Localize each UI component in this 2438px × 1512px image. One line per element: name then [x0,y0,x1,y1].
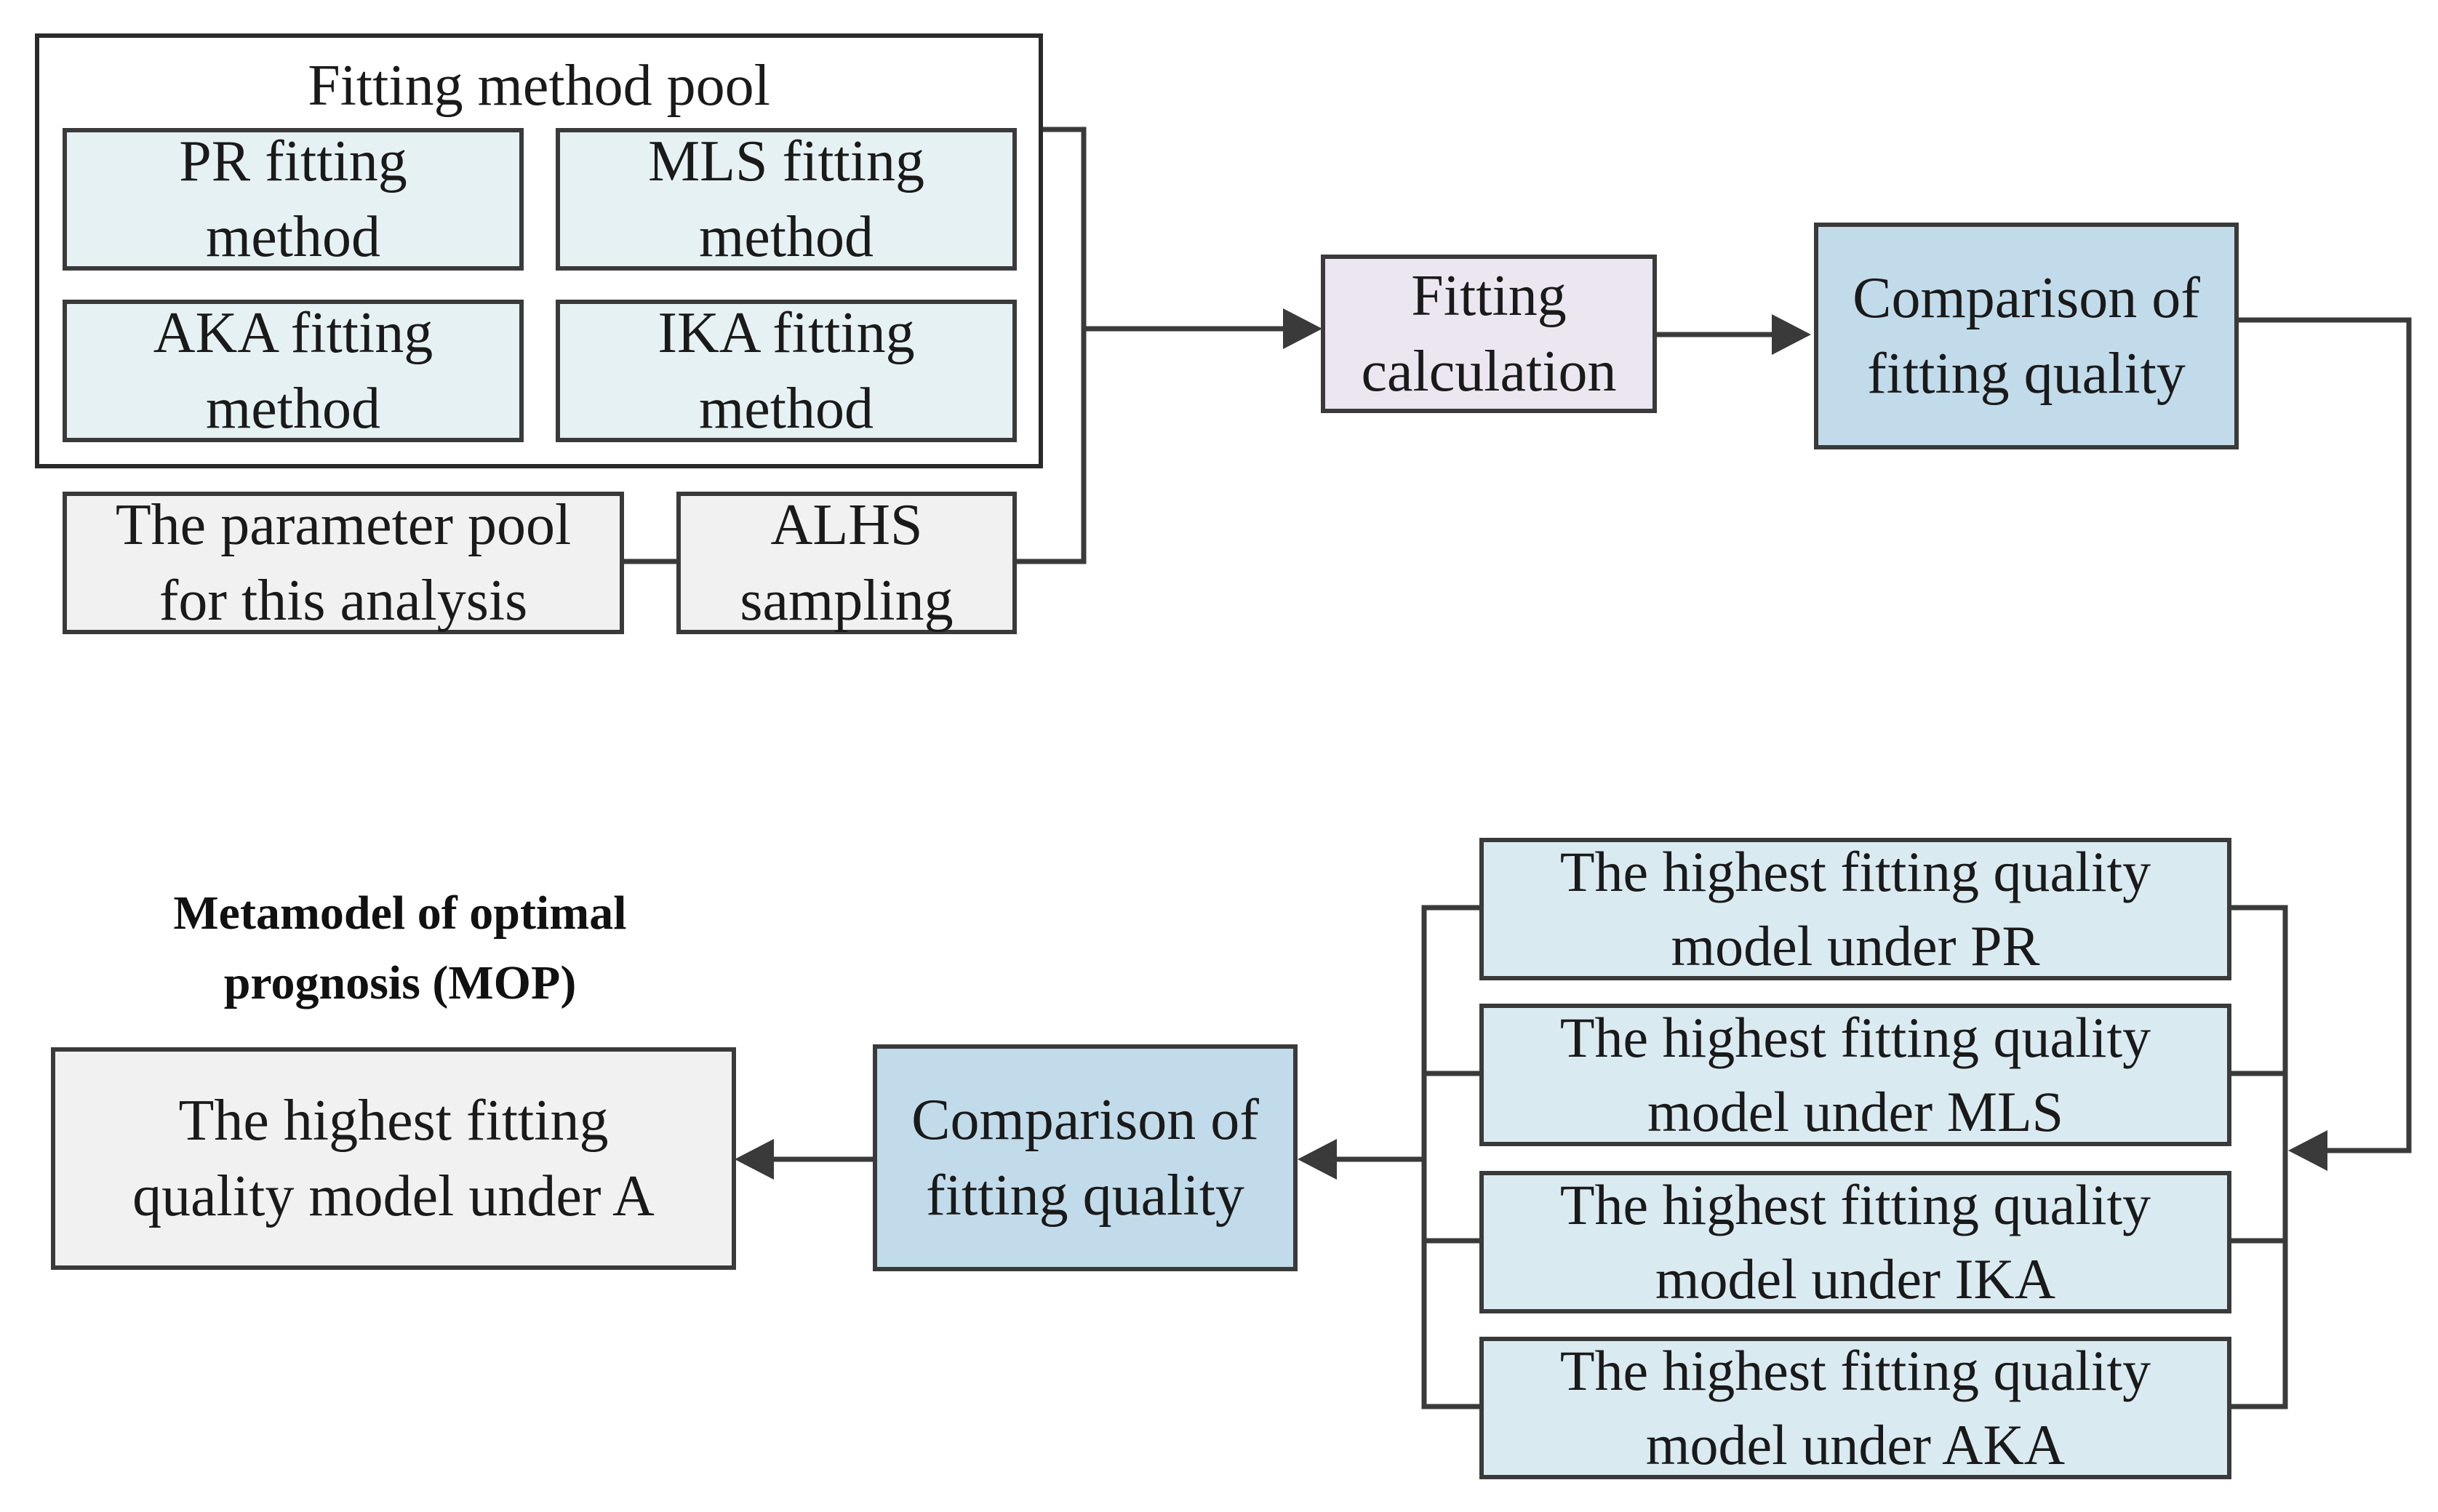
mop-label-line-1: Metamodel of optimal [173,887,627,940]
aka-fitting-line-2: method [206,377,380,441]
mls-fitting-method-box: MLS fitting method [556,128,1017,271]
model-ika-line-1: The highest fitting quality [1559,1173,2151,1236]
model-under-mls-box: The highest fitting quality model under … [1479,1004,2231,1146]
mls-fitting-line-1: MLS fitting [647,129,925,193]
fitting-calculation-line-1: Fitting [1411,264,1567,328]
ika-fitting-method-box: IKA fitting method [556,300,1017,442]
parameter-pool-line-1: The parameter pool [115,493,572,557]
model-mls-line-2: model under MLS [1647,1080,2063,1143]
parameter-pool-box: The parameter pool for this analysis [63,492,624,634]
alhs-line-1: ALHS [770,493,923,557]
model-mls-line-1: The highest fitting quality [1559,1006,2151,1069]
fitting-method-pool-title: Fitting method pool [308,54,770,118]
comparison-fitting-quality-top-box: Comparison of fitting quality [1814,223,2239,449]
result-line-1: The highest fitting [178,1089,609,1153]
parameter-pool-line-2: for this analysis [159,569,528,633]
alhs-sampling-box: ALHS sampling [676,492,1017,634]
model-under-ika-box: The highest fitting quality model under … [1479,1171,2231,1313]
models-left-bracket [1421,905,1479,1409]
fitting-calculation-box: Fitting calculation [1321,255,1657,413]
model-pr-line-2: model under PR [1671,914,2040,977]
comparison-bottom-line-1: Comparison of [911,1088,1259,1152]
mop-label: Metamodel of optimal prognosis (MOP) [51,879,749,1018]
alhs-line-2: sampling [740,569,954,633]
pool-to-fitting-arrowhead [1283,308,1322,349]
models-to-comparison-arrowhead [1298,1139,1337,1180]
comparison-top-line-2: fitting quality [1867,342,2186,406]
model-ika-line-2: model under IKA [1655,1247,2056,1311]
comparison-to-result-arrowhead [735,1139,774,1180]
aka-fitting-method-box: AKA fitting method [63,300,524,442]
mls-fitting-line-2: method [699,205,874,269]
aka-fitting-line-1: AKA fitting [153,301,433,365]
model-pr-line-1: The highest fitting quality [1559,840,2151,903]
model-aka-line-1: The highest fitting quality [1559,1339,2151,1402]
pool-connector [1017,127,1087,564]
comparison-to-models-line [2237,317,2412,1153]
highest-fitting-quality-model-a-box: The highest fitting quality model under … [51,1047,736,1270]
comparison-fitting-quality-bottom-box: Comparison of fitting quality [873,1044,1298,1271]
comparison-to-models-arrowhead [2288,1130,2327,1171]
pr-fitting-line-1: PR fitting [179,129,407,193]
model-under-pr-box: The highest fitting quality model under … [1479,838,2231,980]
ika-fitting-line-2: method [699,377,874,441]
pr-fitting-method-box: PR fitting method [63,128,524,271]
ika-fitting-line-1: IKA fitting [658,301,915,365]
model-aka-line-2: model under AKA [1645,1413,2066,1476]
mop-label-line-2: prognosis (MOP) [223,956,577,1009]
fitting-to-comparison-arrowhead [1772,314,1811,355]
comparison-top-line-1: Comparison of [1853,266,2200,330]
pr-fitting-line-2: method [206,205,380,269]
model-under-aka-box: The highest fitting quality model under … [1479,1337,2231,1479]
comparison-bottom-line-2: fitting quality [926,1164,1244,1228]
fitting-calculation-line-2: calculation [1361,340,1617,404]
result-line-2: quality model under A [132,1164,655,1228]
models-right-bracket [2230,905,2288,1409]
